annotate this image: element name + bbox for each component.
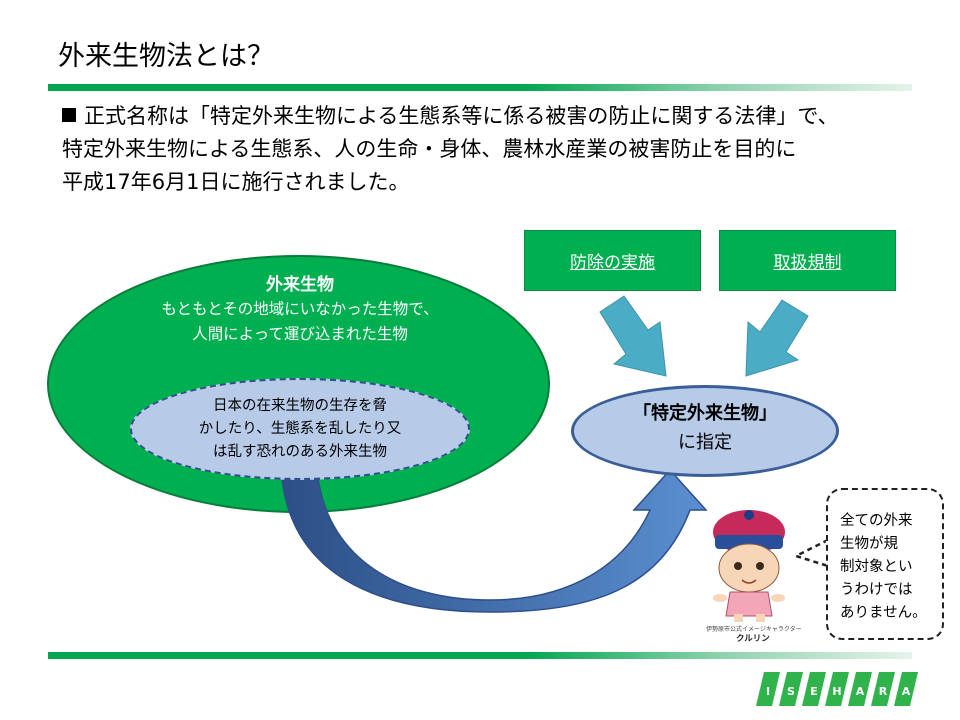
callout-line-1: 全ての外来 bbox=[840, 513, 913, 529]
alien-species-title: 外来生物 bbox=[266, 275, 334, 295]
designated-species-ellipse bbox=[571, 385, 839, 477]
logo-letter: A bbox=[856, 685, 865, 698]
logo-stripe bbox=[848, 672, 872, 706]
callout-line-2: 生物が規 bbox=[840, 536, 898, 552]
logo-stripe bbox=[894, 672, 918, 706]
invasive-desc-1: 日本の在来生物の生存を脅 bbox=[213, 398, 387, 414]
alien-species-desc-2: 人間によって運び込まれた生物 bbox=[192, 325, 408, 343]
right-down-arrow-icon bbox=[745, 299, 809, 377]
logo-letter: H bbox=[832, 685, 841, 698]
logo-letter: S bbox=[787, 685, 795, 698]
handling-regulation-link[interactable]: 取扱規制 bbox=[719, 230, 896, 291]
intro-text: 正式名称は「特定外来生物による生態系等に係る被害の防止に関する法律」で、 特定外… bbox=[62, 100, 922, 199]
callout-line-5: ありません。 bbox=[840, 605, 927, 621]
callout-line-3: 制対象とい bbox=[840, 559, 913, 575]
invasive-desc-3: は乱す恐れのある外来生物 bbox=[213, 444, 387, 460]
logo-letter: A bbox=[902, 685, 911, 698]
page-title: 外来生物法とは？ bbox=[58, 41, 274, 72]
logo-stripe bbox=[871, 672, 895, 706]
alien-species-desc-1: もともとその地域にいなかった生物で、 bbox=[161, 300, 439, 318]
bottom-divider bbox=[48, 652, 912, 659]
top-divider bbox=[48, 84, 912, 91]
square-bullet-icon bbox=[62, 108, 76, 122]
mascot-name: クルリン bbox=[736, 634, 770, 644]
intro-line-2: 特定外来生物による生態系、人の生命・身体、農林水産業の被害防止を目的に bbox=[62, 137, 797, 161]
logo-letter: I bbox=[766, 685, 770, 698]
control-implementation-link[interactable]: 防除の実施 bbox=[524, 230, 701, 291]
intro-line-3: 平成17年6月1日に施行されました。 bbox=[62, 170, 410, 194]
intro-line-1: 正式名称は「特定外来生物による生態系等に係る被害の防止に関する法律」で、 bbox=[62, 100, 922, 133]
callout-pointer bbox=[792, 538, 829, 568]
invasive-desc-2: かしたり、生態系を乱したり又 bbox=[198, 421, 402, 437]
logo-stripe bbox=[802, 672, 826, 706]
logo-letter: E bbox=[810, 685, 818, 698]
logo-stripe bbox=[779, 672, 803, 706]
logo-stripe bbox=[756, 672, 780, 706]
logo-stripe bbox=[825, 672, 849, 706]
callout-line-4: うわけでは bbox=[840, 582, 913, 598]
mascot-kururin-icon bbox=[713, 510, 785, 622]
designated-species-title: 「特定外来生物」 bbox=[633, 403, 777, 424]
left-down-arrow-icon bbox=[599, 295, 667, 377]
note-callout: 全ての外来 生物が規 制対象とい うわけでは ありません。 bbox=[826, 488, 944, 640]
logo-letter: R bbox=[879, 685, 888, 698]
invasive-species-ellipse bbox=[130, 378, 470, 480]
designated-species-subtitle: に指定 bbox=[678, 432, 732, 453]
mascot-caption: 伊勢原市公式イメージキャラクター bbox=[706, 626, 802, 633]
